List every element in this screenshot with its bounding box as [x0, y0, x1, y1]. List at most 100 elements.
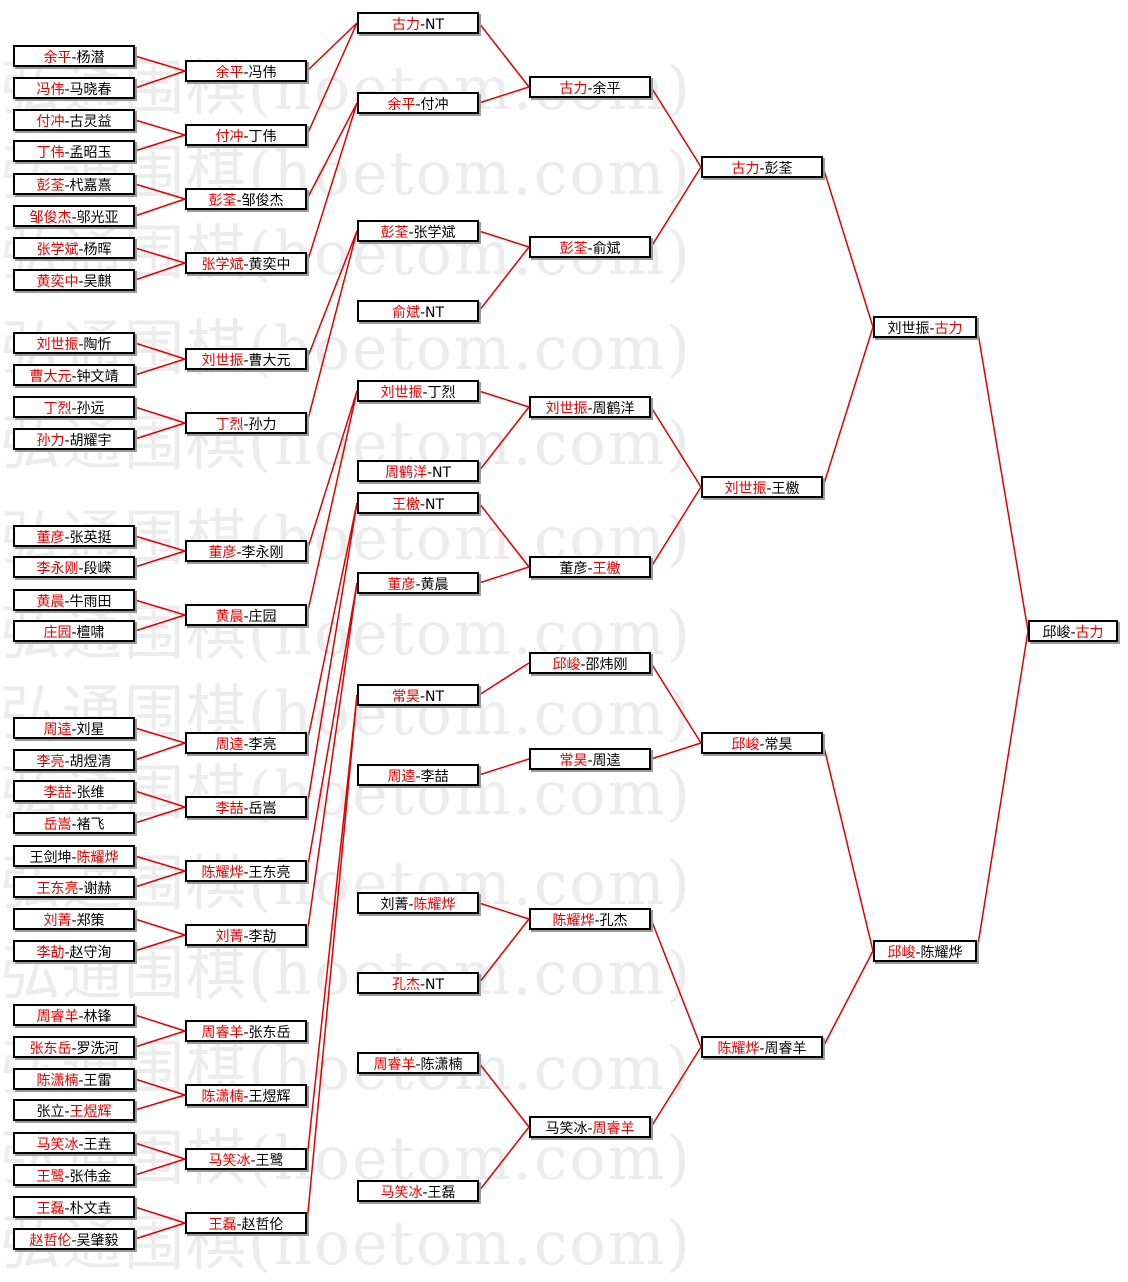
- match-box: 刘世振-丁烈: [357, 380, 479, 402]
- bracket-connector: [306, 390, 358, 552]
- match-box: 黄晨-牛雨田: [13, 589, 135, 611]
- player-name: 冯伟: [248, 65, 277, 81]
- match-box: 古力-余平: [529, 76, 651, 98]
- bracket-connector: [134, 1142, 186, 1160]
- player-name: 岳嵩: [248, 801, 277, 817]
- versus-separator: -: [587, 401, 593, 417]
- player-name: 赵哲伦: [241, 1217, 284, 1233]
- match-box: 陈耀烨-孔杰: [529, 908, 651, 930]
- versus-separator: -: [243, 801, 249, 817]
- bracket-connector: [478, 918, 530, 984]
- player-name: 刘菁: [380, 897, 409, 913]
- match-box: 李亮-胡煜清: [13, 749, 135, 771]
- match-box: 余平-冯伟: [185, 60, 307, 82]
- match-box: 董彦-黄晨: [357, 572, 479, 594]
- match-box: 邱峻-古力: [1028, 620, 1118, 642]
- player-name: 周睿羊: [592, 1121, 635, 1137]
- player-name: 郑策: [76, 913, 105, 929]
- match-box: 刘菁-李劼: [185, 924, 307, 946]
- match-box: 彭荃-杙嘉熹: [13, 173, 135, 195]
- versus-separator: -: [78, 1137, 84, 1153]
- versus-separator: -: [64, 178, 70, 194]
- player-name: 常昊: [391, 689, 420, 705]
- player-name: 董彦: [387, 577, 416, 593]
- player-name: 曹大元: [29, 369, 72, 385]
- bracket-connector: [134, 119, 186, 136]
- versus-separator: -: [64, 530, 70, 546]
- bracket-connector: [134, 742, 186, 761]
- bracket-connector: [134, 262, 186, 281]
- player-name: 邱峻: [887, 945, 916, 961]
- versus-separator: -: [594, 913, 600, 929]
- bracket-connector: [134, 918, 186, 936]
- match-box: 曹大元-钟文靖: [13, 364, 135, 386]
- bracket-connector: [134, 134, 186, 152]
- player-name: 罗洗河: [76, 1041, 119, 1057]
- bracket-connector: [134, 535, 186, 552]
- bracket-connector: [478, 758, 530, 776]
- player-name: 陈耀烨: [413, 897, 456, 913]
- player-name: 朴文垚: [69, 1201, 112, 1217]
- match-box: 李喆-张维: [13, 780, 135, 802]
- match-box: 刘世振-陶忻: [13, 332, 135, 354]
- player-name: 常昊: [764, 737, 793, 753]
- player-name: 李喆: [420, 769, 449, 785]
- player-name: 李喆: [43, 785, 72, 801]
- match-box: 彭荃-俞斌: [529, 236, 651, 258]
- match-box: 周逵-李喆: [357, 764, 479, 786]
- bracket-connector: [134, 727, 186, 744]
- player-name: 刘世振: [887, 321, 930, 337]
- player-name: 古力: [1075, 625, 1104, 641]
- match-box: 周睿羊-张东岳: [185, 1020, 307, 1042]
- versus-separator: -: [78, 1009, 84, 1025]
- versus-separator: -: [71, 850, 77, 866]
- match-box: 丁伟-孟昭玉: [13, 140, 135, 162]
- player-name: 赵哲伦: [29, 1233, 72, 1249]
- versus-separator: -: [419, 689, 426, 705]
- versus-separator: -: [759, 161, 765, 177]
- versus-separator: -: [64, 433, 70, 449]
- bracket-connector: [306, 22, 358, 136]
- versus-separator: -: [71, 785, 77, 801]
- match-box: 彭荃-张学斌: [357, 220, 479, 242]
- player-name: 陈潇楠: [420, 1057, 463, 1073]
- versus-separator: -: [78, 561, 84, 577]
- match-box: 冯伟-马晓春: [13, 77, 135, 99]
- bracket-connector: [134, 1222, 186, 1240]
- versus-separator: -: [419, 305, 426, 321]
- player-name: 孙力: [36, 433, 65, 449]
- match-box: 马笑冰-王垚: [13, 1132, 135, 1154]
- match-box: 刘世振-古力: [873, 316, 977, 338]
- match-box: 孔杰-NT: [357, 972, 479, 994]
- player-name: 张伟金: [69, 1169, 112, 1185]
- player-name: 王东亮: [248, 865, 291, 881]
- match-box: 彭荃-邹俊杰: [185, 188, 307, 210]
- player-name: 古灵益: [69, 114, 112, 130]
- player-name: 吴麒: [83, 274, 112, 290]
- player-name: 李永刚: [36, 561, 79, 577]
- match-box: 周逵-刘星: [13, 717, 135, 739]
- player-name: 刘世振: [724, 481, 767, 497]
- player-name: 刘世振: [545, 401, 588, 417]
- player-name: 丁烈: [427, 385, 456, 401]
- bracket-connector: [478, 86, 530, 104]
- player-name: 陈耀烨: [717, 1041, 760, 1057]
- match-box: 刘世振-周鹤洋: [529, 396, 651, 418]
- versus-separator: -: [64, 945, 70, 961]
- player-name: 邬光亚: [76, 210, 119, 226]
- match-box: 李永刚-段嵘: [13, 556, 135, 578]
- match-box: 张东岳-罗洗河: [13, 1036, 135, 1058]
- versus-separator: -: [243, 257, 249, 273]
- versus-separator: -: [415, 97, 421, 113]
- bracket-connector: [306, 502, 358, 744]
- bracket-connector: [134, 358, 186, 376]
- player-name: 褚飞: [76, 817, 105, 833]
- bracket-connector: [134, 790, 186, 808]
- bracket-connector: [134, 550, 186, 568]
- match-box: 赵哲伦-吴肇毅: [13, 1228, 135, 1250]
- player-name: 董彦: [208, 545, 237, 561]
- player-name: 余平: [592, 81, 621, 97]
- player-name: NT: [432, 465, 452, 481]
- bracket-connector: [478, 902, 530, 920]
- match-box: 马笑冰-王鹭: [185, 1148, 307, 1170]
